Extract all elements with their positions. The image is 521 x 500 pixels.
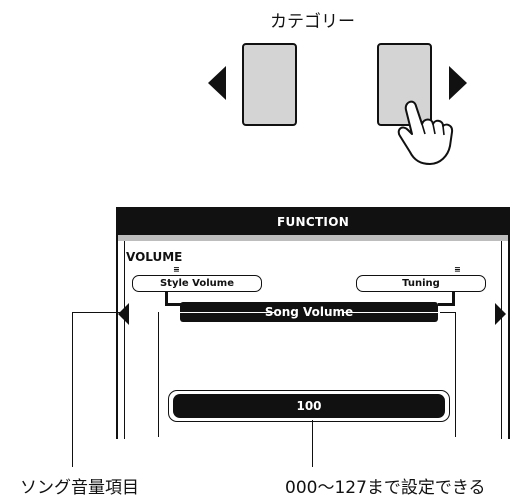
function-header-bar — [118, 209, 508, 235]
tuning-item: Tuning — [356, 275, 486, 292]
range-caption: 000～127まで設定できる — [285, 478, 486, 498]
callout-left-vline — [72, 312, 73, 467]
lcd-display: FUNCTION VOLUME ≡ ≡ Style Volume Tuning … — [116, 207, 510, 439]
scroll-right-arrow-icon — [495, 303, 506, 325]
triangle-right-icon — [449, 66, 467, 100]
function-header: FUNCTION — [276, 215, 350, 229]
bracket-right — [438, 292, 455, 306]
tick-mark-right-icon: ≡ — [454, 265, 461, 274]
selection-line-left — [164, 312, 274, 313]
callout-right-vline — [455, 312, 456, 437]
callout-mid-vline — [158, 312, 159, 437]
bracket-left — [165, 292, 182, 306]
value-readout: 100 — [173, 394, 445, 418]
song-volume-item: Song Volume — [180, 302, 438, 322]
style-volume-item: Style Volume — [132, 275, 262, 292]
lcd-inner-frame — [124, 241, 502, 439]
tick-mark-left-icon: ≡ — [173, 265, 180, 274]
value-display: 100 — [168, 390, 450, 422]
header-strip — [118, 235, 508, 241]
triangle-left-icon — [208, 66, 226, 100]
selection-line-right — [344, 312, 456, 313]
category-right-button[interactable] — [377, 43, 432, 126]
callout-value-vline — [312, 420, 313, 467]
category-label: カテゴリー — [270, 12, 355, 32]
pressing-hand-icon — [397, 100, 454, 165]
song-volume-caption: ソング音量項目 — [20, 478, 139, 498]
scroll-left-arrow-icon — [118, 303, 129, 325]
category-left-button[interactable] — [242, 43, 297, 126]
callout-left-hline — [72, 312, 128, 313]
callout-right-hline — [440, 312, 456, 313]
volume-group-label: VOLUME — [126, 250, 183, 264]
